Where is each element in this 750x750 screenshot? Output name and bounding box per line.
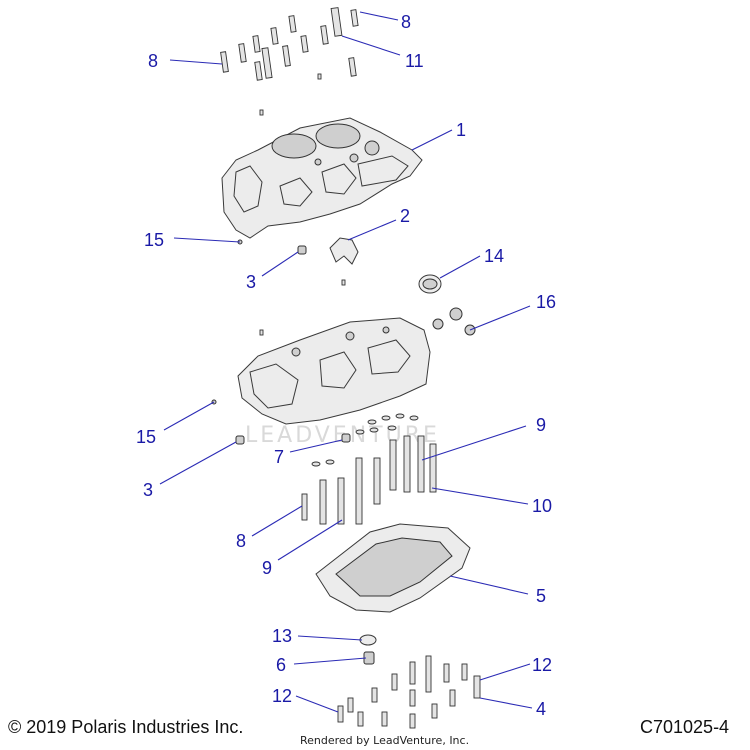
copyright-text: © 2019 Polaris Industries Inc. — [8, 717, 243, 737]
upper-crankcase — [221, 117, 423, 239]
nut-7 — [341, 433, 351, 443]
small-pin — [341, 279, 346, 286]
bearing-insert — [329, 237, 359, 265]
oil-pan — [315, 523, 471, 613]
lower-crankcase — [237, 317, 431, 425]
callout-8-left: 8 — [148, 51, 158, 71]
callout-11: 11 — [405, 51, 424, 71]
dowel-upper — [297, 245, 307, 255]
callout-8-top: 8 — [401, 12, 411, 32]
callout-9-left: 9 — [262, 558, 272, 578]
callout-10: 10 — [532, 496, 552, 516]
callout-15-lower: 15 — [136, 427, 156, 447]
callout-16: 16 — [536, 292, 556, 312]
oil-seal — [418, 274, 442, 294]
callout-8-lower: 8 — [236, 531, 246, 551]
callout-3-lower: 3 — [143, 480, 153, 500]
drawing-number: C701025-4 — [640, 717, 729, 737]
callout-13: 13 — [272, 626, 292, 646]
callout-9-right: 9 — [536, 415, 546, 435]
long-bolts — [301, 435, 437, 525]
callout-2: 2 — [400, 206, 410, 226]
dowel-lower — [235, 435, 245, 445]
washer-set — [311, 413, 419, 467]
top-bolt-cluster — [220, 7, 359, 116]
fittings — [432, 307, 476, 336]
callout-1: 1 — [456, 120, 466, 140]
callout-5: 5 — [536, 586, 546, 606]
pin-mid — [259, 329, 264, 336]
washer-13 — [359, 634, 377, 646]
callout-4: 4 — [536, 699, 546, 719]
callout-14: 14 — [484, 246, 504, 266]
callout-12-right: 12 — [532, 655, 552, 675]
callout-15-upper: 15 — [144, 230, 164, 250]
callout-3-upper: 3 — [246, 272, 256, 292]
callout-7: 7 — [274, 447, 284, 467]
callout-12-left: 12 — [272, 686, 292, 706]
leader-lines — [159, 11, 533, 713]
rendered-by-text: Rendered by LeadVenture, Inc. — [300, 734, 469, 747]
callouts: 8 11 8 1 15 2 3 14 16 15 3 7 9 10 8 9 5 … — [136, 12, 556, 719]
bottom-bolt-cluster — [337, 655, 481, 729]
callout-6: 6 — [276, 655, 286, 675]
